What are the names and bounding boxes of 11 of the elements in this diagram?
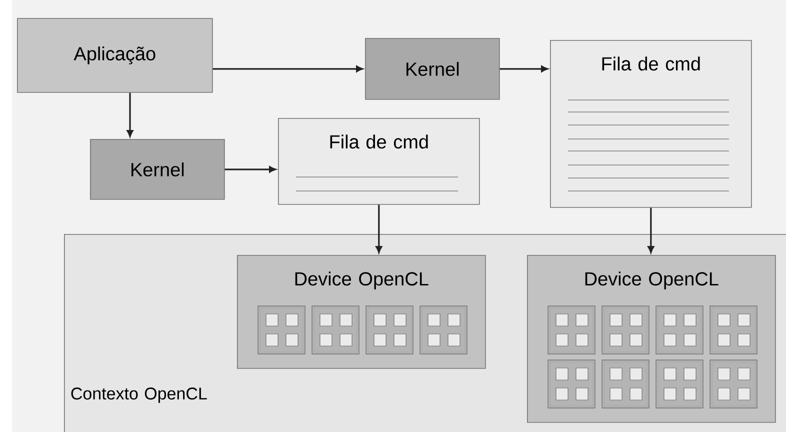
arrow — [376, 204, 382, 253]
arrow — [212, 66, 363, 72]
arrow — [648, 208, 654, 253]
app-box: Aplicação — [17, 18, 213, 93]
arrow — [224, 166, 276, 173]
queue-box: Fila de cmd — [278, 118, 480, 205]
kernel-box: Kernel — [365, 38, 500, 100]
arrow — [126, 92, 134, 137]
kernel-box: Kernel — [90, 139, 225, 200]
arrow — [500, 66, 548, 72]
queue-box: Fila de cmd — [550, 40, 752, 208]
